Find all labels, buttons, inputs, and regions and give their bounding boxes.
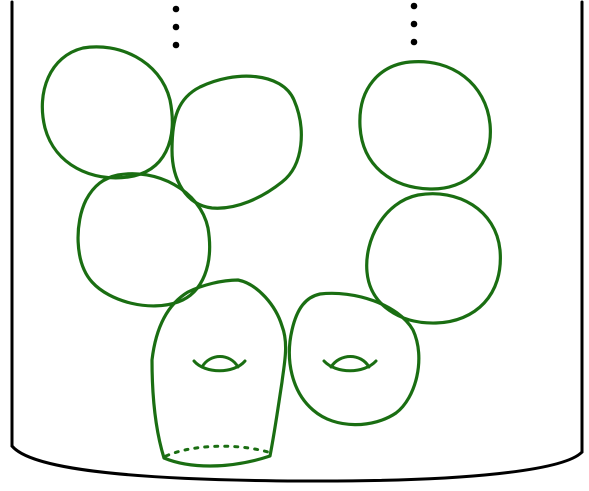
- handle-upper-lip: [202, 357, 238, 368]
- surface-loops: [42, 47, 500, 323]
- ellipsis-right: [411, 3, 418, 46]
- ellipsis-dot: [411, 21, 418, 28]
- ellipsis-dot: [173, 42, 180, 49]
- handle-upper-lip: [331, 357, 369, 368]
- handle-surface-with-boundary: [152, 280, 286, 466]
- ellipsis-left: [173, 6, 180, 49]
- ellipsis-dot: [411, 39, 418, 46]
- ellipsis-dot: [173, 6, 180, 13]
- handle-surface-closed: [289, 293, 418, 424]
- loop-middle-left: [78, 174, 210, 306]
- closed-surface-outline: [289, 293, 418, 424]
- loop-top-left-a: [42, 47, 172, 178]
- boundary-surface-outline: [152, 280, 286, 466]
- loop-top-right: [360, 62, 491, 189]
- ellipsis-dot: [411, 3, 418, 10]
- cylinder-container: [12, 2, 582, 481]
- loop-middle-right: [367, 194, 501, 323]
- cylinder-bottom-arc: [12, 446, 582, 481]
- dotted-boundary-curve: [166, 446, 268, 456]
- ellipsis-dot: [173, 24, 180, 31]
- loop-top-left-b: [172, 76, 301, 208]
